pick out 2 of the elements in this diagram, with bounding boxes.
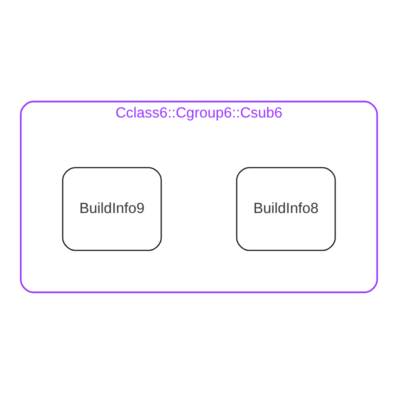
- node-box: BuildInfo9: [62, 167, 162, 251]
- node-box: BuildInfo8: [236, 167, 336, 251]
